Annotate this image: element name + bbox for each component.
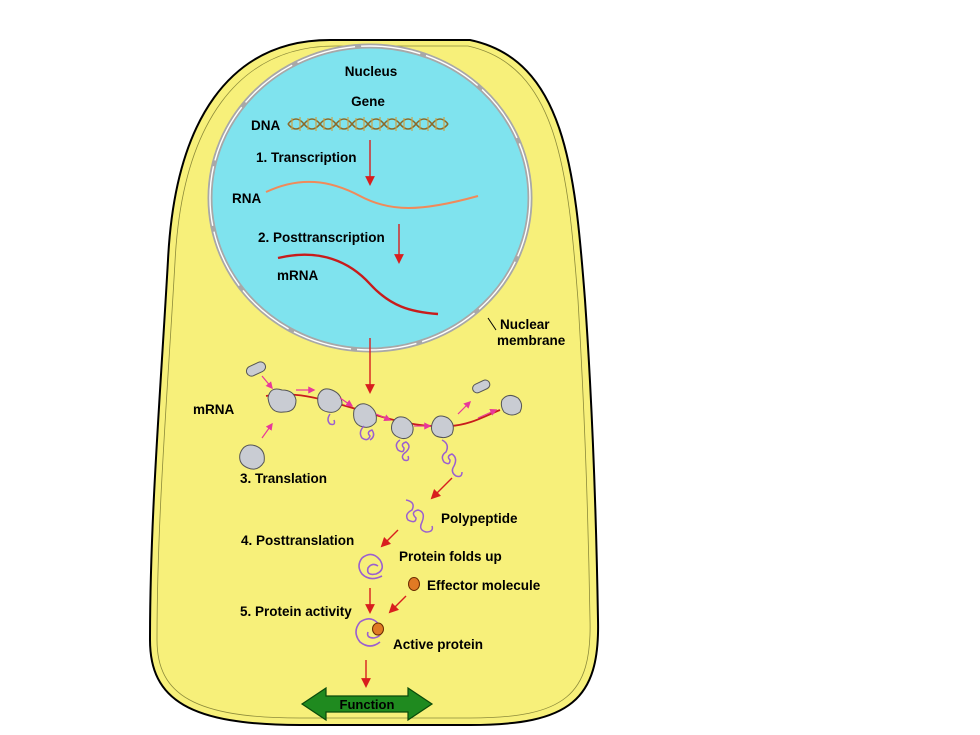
bound-effector xyxy=(372,622,384,636)
mrna-strand-nucleus xyxy=(277,253,439,316)
gene-label: Gene xyxy=(351,94,385,109)
polypeptide-arrow xyxy=(430,477,453,500)
effector-label: Effector molecule xyxy=(427,578,541,593)
rna-strand xyxy=(265,180,479,209)
posttranscription-label: 2. Posttranscription xyxy=(258,230,385,245)
posttranslation-arrow xyxy=(380,529,399,548)
transcription-label: 1. Transcription xyxy=(256,150,357,165)
translation-flow-arrows xyxy=(261,375,498,439)
translation-label: 3. Translation xyxy=(240,471,327,486)
effector-molecule xyxy=(408,577,420,591)
function-label: Function xyxy=(340,697,395,712)
protein-folds-label: Protein folds up xyxy=(399,549,502,564)
nuclear-membrane-pointer xyxy=(487,317,497,331)
nuclear-membrane-label-2: membrane xyxy=(497,333,566,348)
ribosomes xyxy=(239,361,523,470)
nuclear-membrane-label-1: Nuclear xyxy=(500,317,550,332)
mrna-nucleus-label: mRNA xyxy=(277,268,319,283)
polypeptide-chain xyxy=(405,499,434,533)
activity-arrow-effector xyxy=(388,595,407,614)
folded-protein xyxy=(358,553,384,580)
cell-inner-line xyxy=(156,45,591,719)
function-double-arrow xyxy=(300,686,434,722)
posttranslation-label: 4. Posttranslation xyxy=(241,533,354,548)
protein-activity-label: 5. Protein activity xyxy=(240,604,352,619)
polypeptide-label: Polypeptide xyxy=(441,511,518,526)
nucleus-label: Nucleus xyxy=(345,64,398,79)
mrna-cytoplasm-label: mRNA xyxy=(193,402,235,417)
dna-label: DNA xyxy=(251,118,280,133)
rna-label: RNA xyxy=(232,191,261,206)
nascent-polypeptides xyxy=(327,413,463,478)
active-protein-label: Active protein xyxy=(393,637,483,652)
dna-helix xyxy=(287,117,449,131)
